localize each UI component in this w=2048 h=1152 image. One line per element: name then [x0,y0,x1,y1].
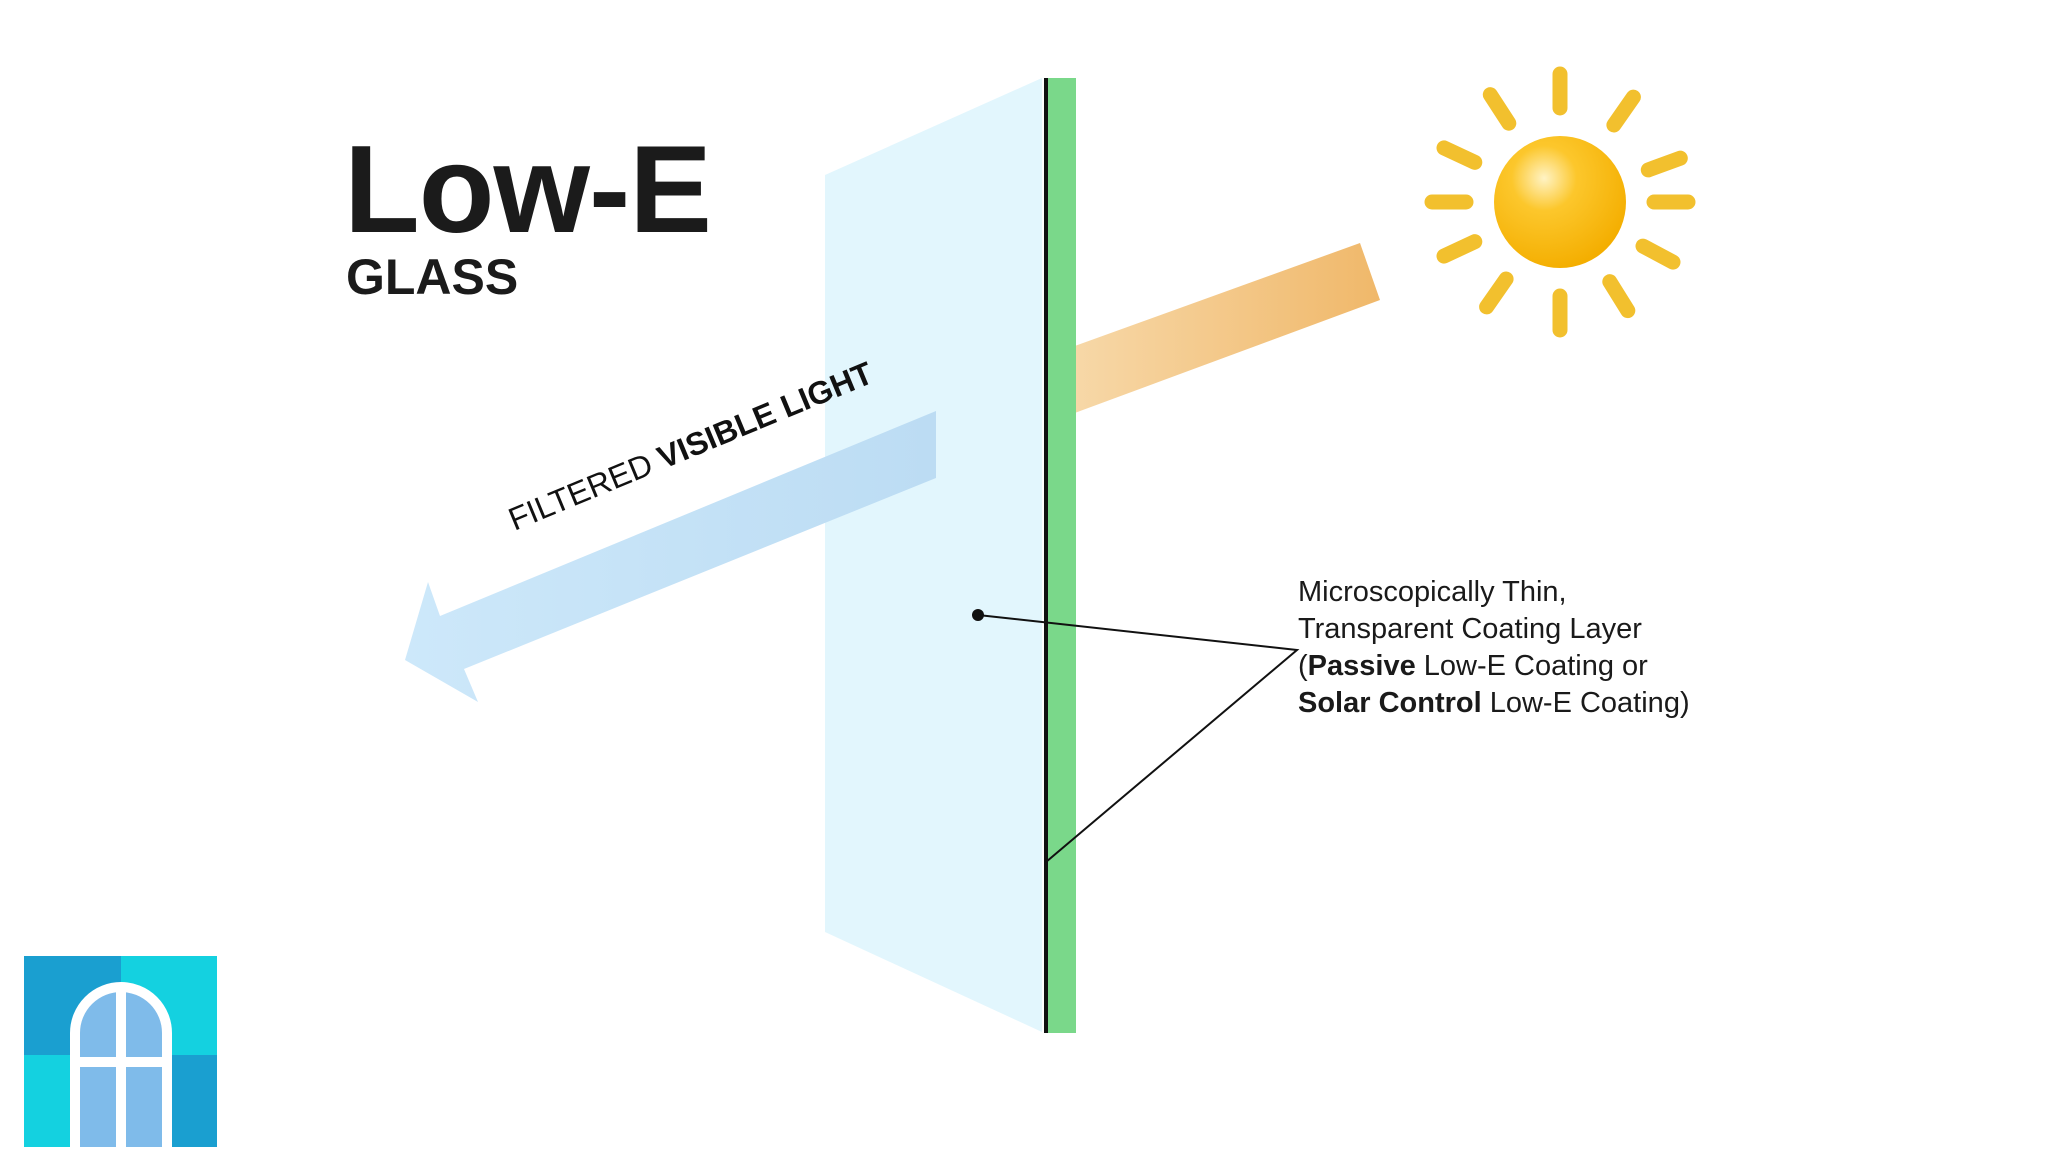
title-glass: GLASS [346,249,519,305]
callout-solar-rest: Low-E Coating) [1481,687,1690,719]
low-e-coating-layer [1046,78,1076,1033]
callout-line-2: Transparent Coating Layer [1298,613,1642,645]
callout-solar-control: Solar Control [1298,687,1482,719]
sun-ray [1602,274,1636,319]
sun-ray [1436,234,1483,264]
sun-ray [1482,87,1517,131]
callout-passive-rest: Low-E Coating or [1415,650,1648,682]
window-logo-icon [24,956,217,1147]
callout-leader-lines [977,614,1300,863]
callout-line-3: (Passive Low-E Coating or [1298,648,1690,685]
callout-line-4: Solar Control Low-E Coating) [1298,685,1690,722]
sun-ray [1606,89,1641,133]
glass-pane [825,78,1042,1032]
incoming-sunlight-beam [1072,243,1380,414]
sun-icon [1424,66,1696,338]
sun-ray [1436,140,1483,170]
sun-ray [1479,271,1514,315]
sun-ray [1635,238,1681,270]
callout-line-1: Microscopically Thin, [1298,576,1567,608]
title-low-e: Low-E [344,121,712,259]
coating-callout-text: Microscopically Thin, Transparent Coatin… [1298,574,1690,722]
filtered-light-arrow [405,411,936,702]
callout-open-paren: ( [1298,650,1308,682]
sun-ray [1640,150,1688,178]
callout-passive: Passive [1307,650,1416,682]
